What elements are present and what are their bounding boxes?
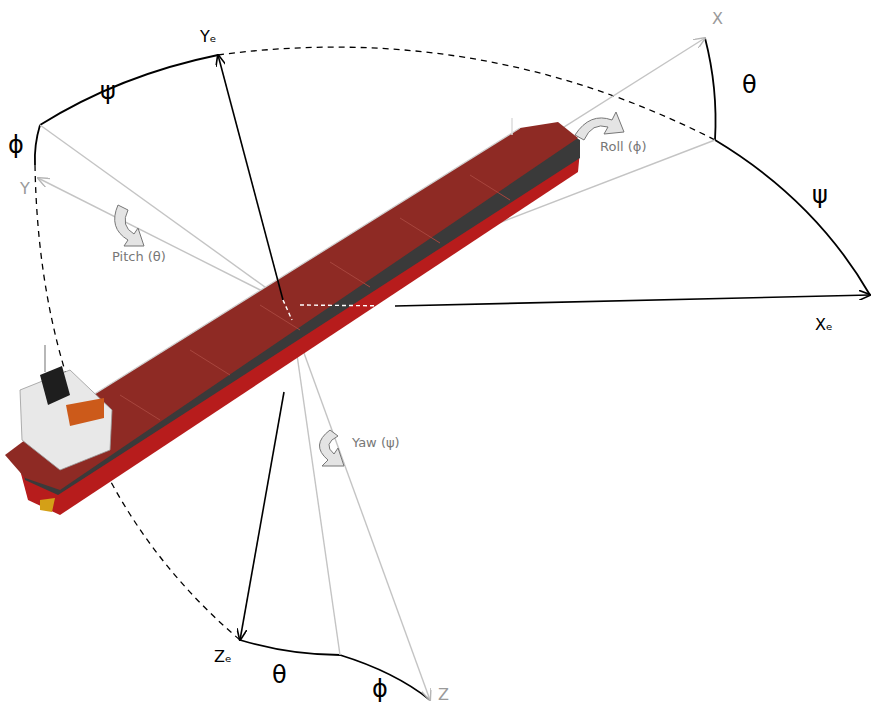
axis-label: θ <box>272 662 287 688</box>
axis-label: θ <box>742 72 757 98</box>
axis-label: Yₑ <box>200 28 216 46</box>
axis-label: Zₑ <box>214 648 232 666</box>
axis-label: ϕ <box>372 676 388 702</box>
axis-label: ψ <box>812 182 828 208</box>
axis-label: Xₑ <box>815 316 833 334</box>
axis-label: Roll (ϕ) <box>600 140 646 154</box>
axis-label: ψ <box>100 78 116 104</box>
axis-label: Pitch (θ) <box>112 250 166 264</box>
axis-label: Yaw (ψ) <box>352 436 400 450</box>
axis-label: ϕ <box>8 132 24 158</box>
axis-label: Z <box>438 686 449 704</box>
axis-label: Y <box>20 180 30 198</box>
axis-label: X <box>712 10 723 28</box>
bulk-carrier <box>5 118 580 515</box>
